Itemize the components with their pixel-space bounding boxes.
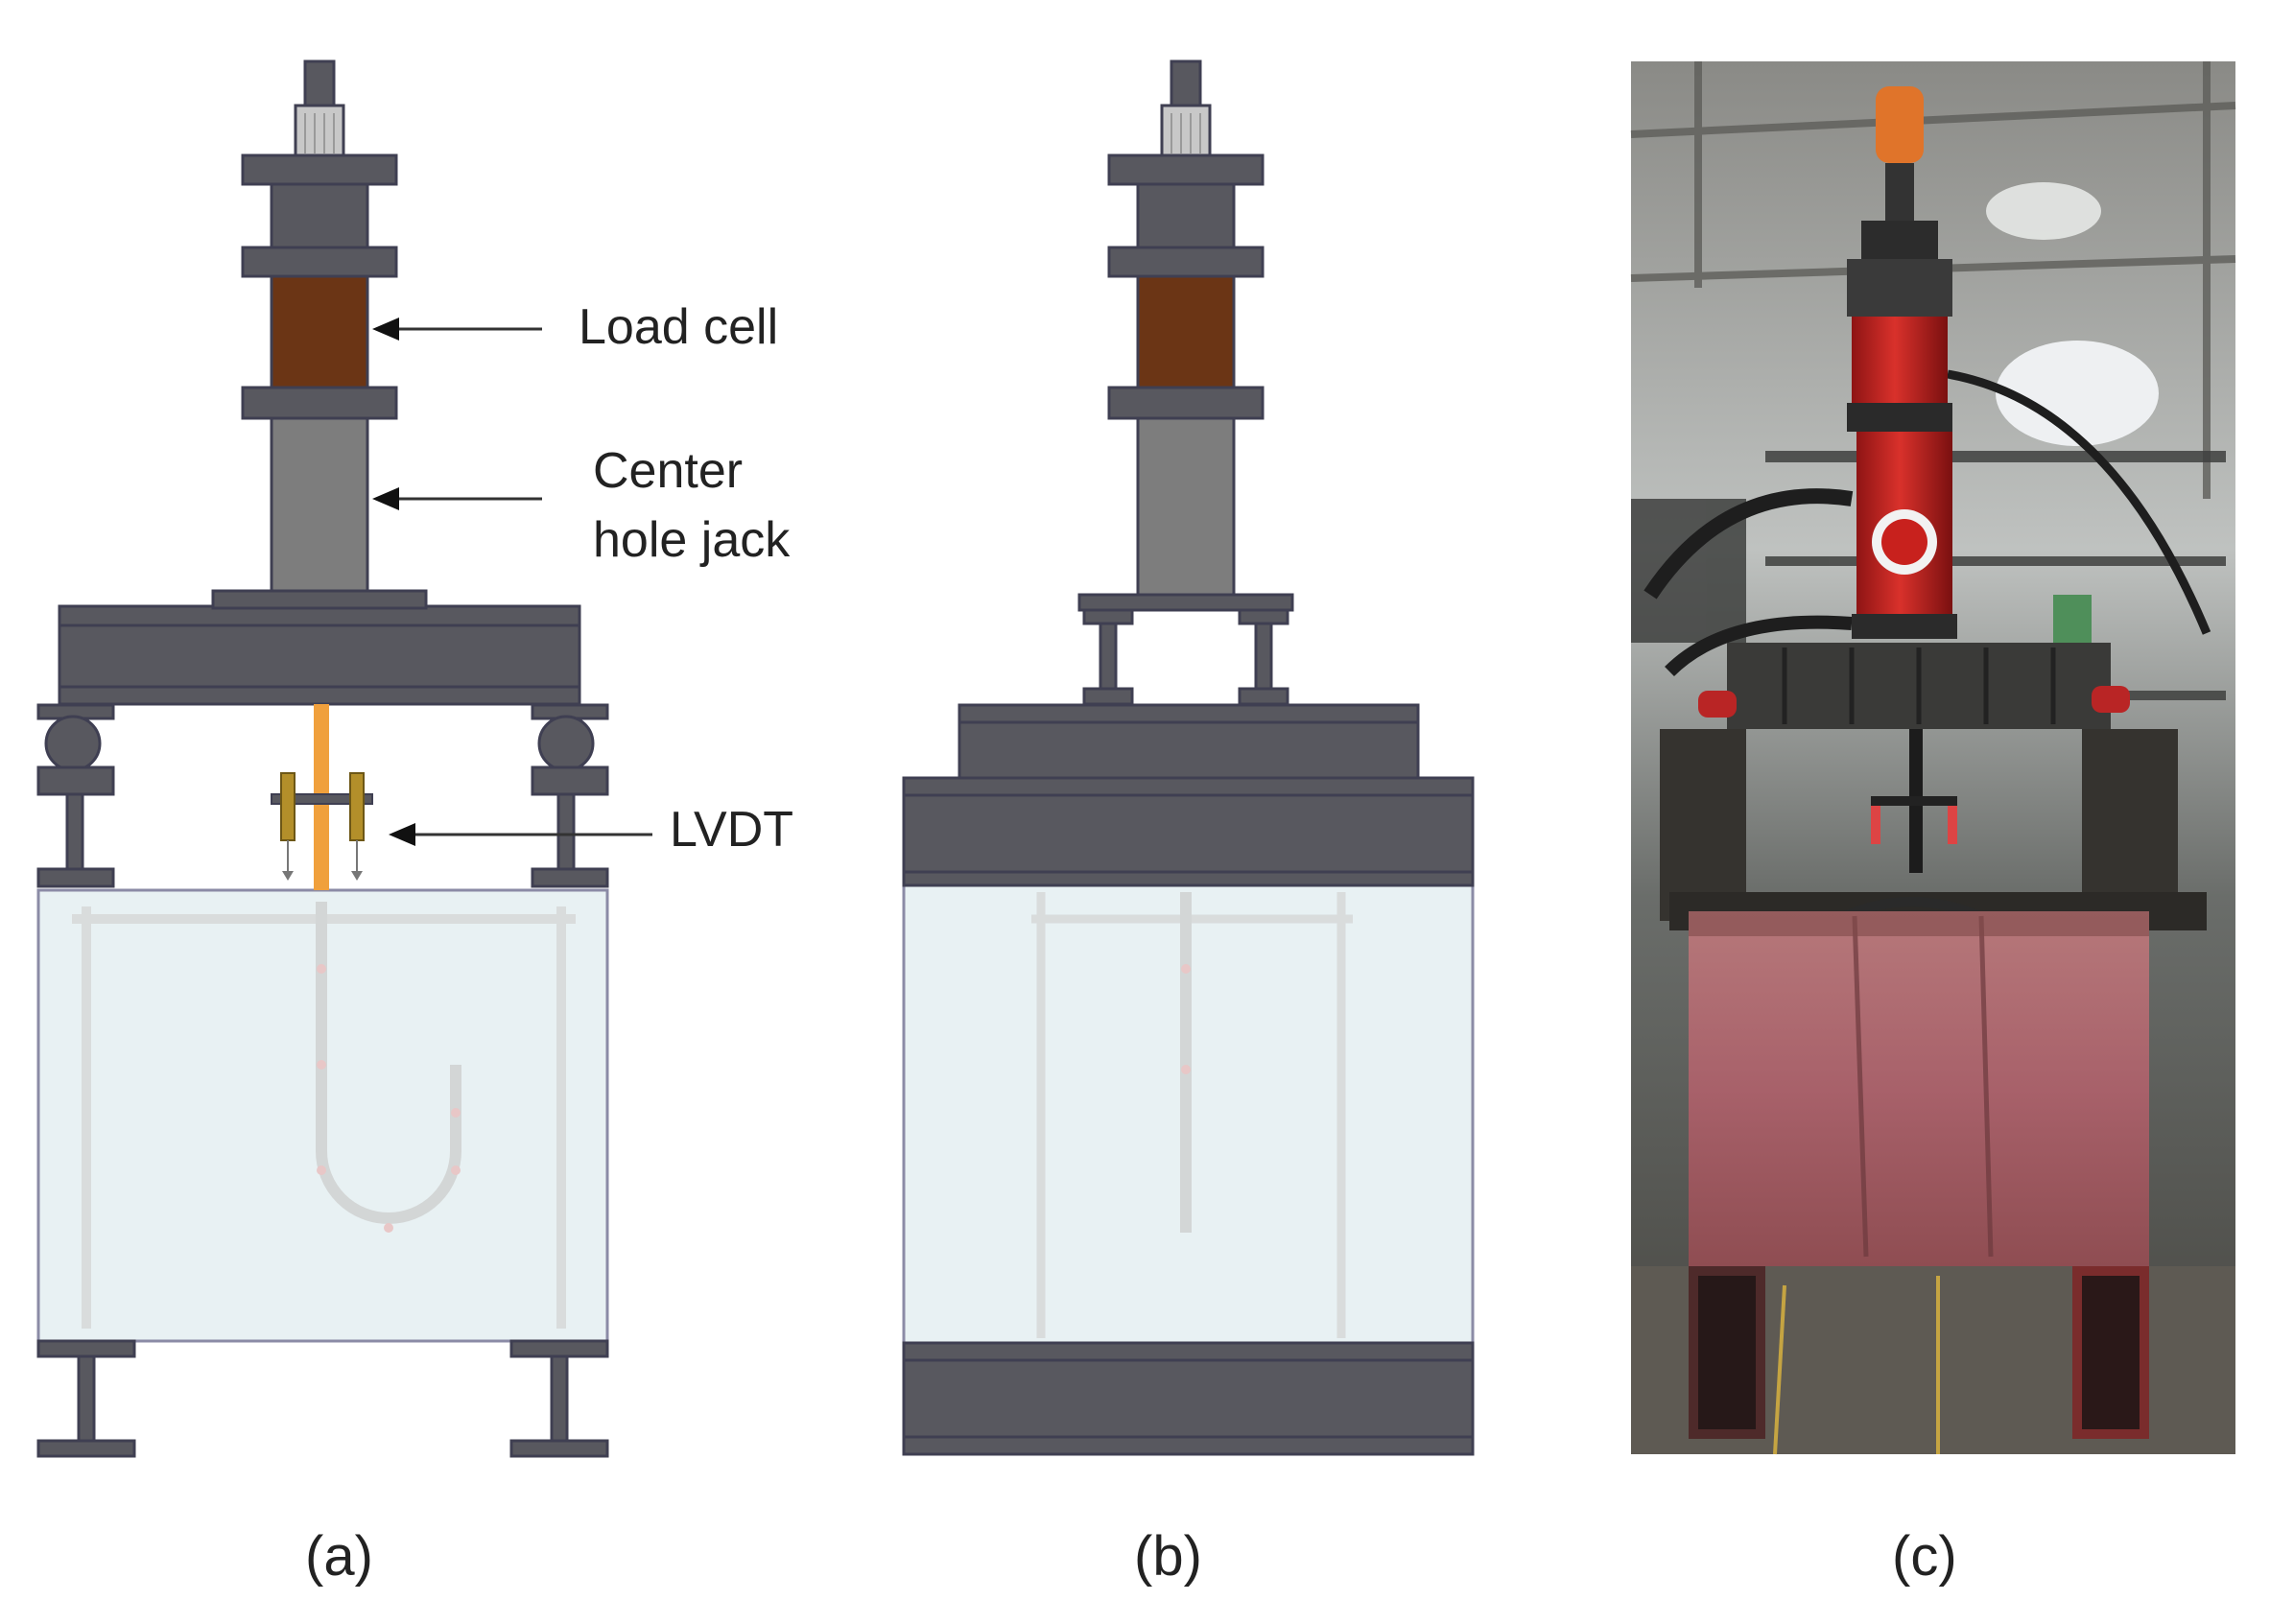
caption-b: (b) [1134,1525,1202,1588]
lvdt-assembly [271,772,373,881]
rebar-cage-b [1031,892,1353,1338]
center-hole-jack [270,416,369,593]
panel-a: Load cell Center hole jack LVDT (a) [36,59,793,1588]
label-center-hole-jack-1: Center [593,443,743,499]
bottom-supports [36,1339,609,1458]
annotation-arrows [372,318,652,846]
embedded-strand [316,902,461,1224]
label-load-cell: Load cell [579,299,778,355]
concrete-box-photo [1689,911,2149,1266]
stand-legs [1077,593,1294,706]
caption-a: (a) [305,1525,373,1588]
load-stack [241,59,398,420]
center-hole-jack-b [1136,416,1236,597]
caption-c: (c) [1892,1525,1957,1588]
panel-c-photo: (c) [1630,61,2236,1588]
reaction-supports [36,703,609,888]
panel-b: (b) [902,59,1475,1588]
label-center-hole-jack-2: hole jack [593,512,791,568]
loading-beam [58,589,581,706]
label-lvdt: LVDT [670,802,793,858]
load-stack-b [1107,59,1265,420]
bearing-blocks [902,703,1475,1456]
strain-gauges [317,964,461,1233]
